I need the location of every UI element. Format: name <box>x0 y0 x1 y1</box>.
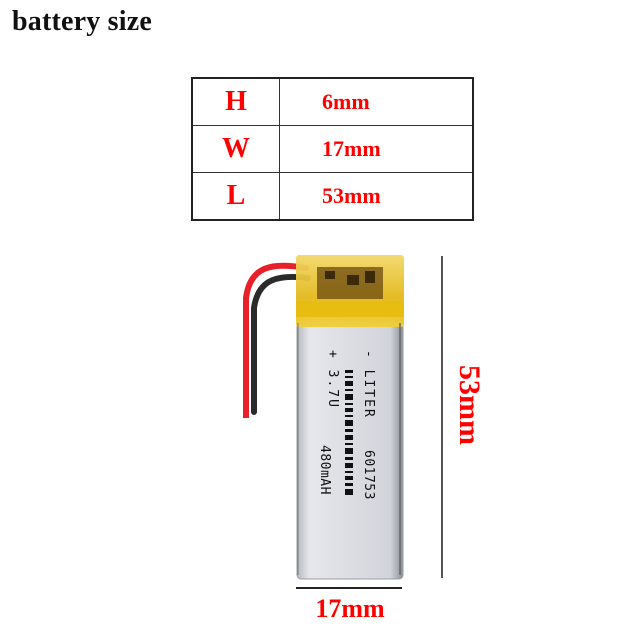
width-dimension-line <box>296 587 402 589</box>
battery-label-voltage: + 3.7U <box>325 350 340 409</box>
battery-spec-table: H 6mm W 17mm L 53mm <box>191 77 474 221</box>
spec-key: H <box>191 77 280 126</box>
length-dimension-label: 53mm <box>428 365 498 465</box>
spec-value: 53mm <box>279 172 474 221</box>
spec-key: L <box>191 172 280 221</box>
spec-row-width: W 17mm <box>191 125 474 173</box>
page-title: battery size <box>12 6 153 37</box>
length-dimension-line <box>441 256 443 578</box>
spec-row-height: H 6mm <box>191 77 474 126</box>
battery-label-brand: - LITER <box>361 350 376 419</box>
length-value: 53mm <box>453 365 486 445</box>
spec-row-length: L 53mm <box>191 172 474 221</box>
spec-value: 17mm <box>279 125 474 173</box>
battery-label-model: 601753 <box>361 450 376 500</box>
spec-key: W <box>191 125 280 173</box>
spec-value: 6mm <box>279 77 474 126</box>
lipo-battery-image <box>296 255 404 580</box>
battery-label-capacity: 480mAH <box>317 445 332 495</box>
width-dimension-label: 17mm <box>315 594 385 623</box>
